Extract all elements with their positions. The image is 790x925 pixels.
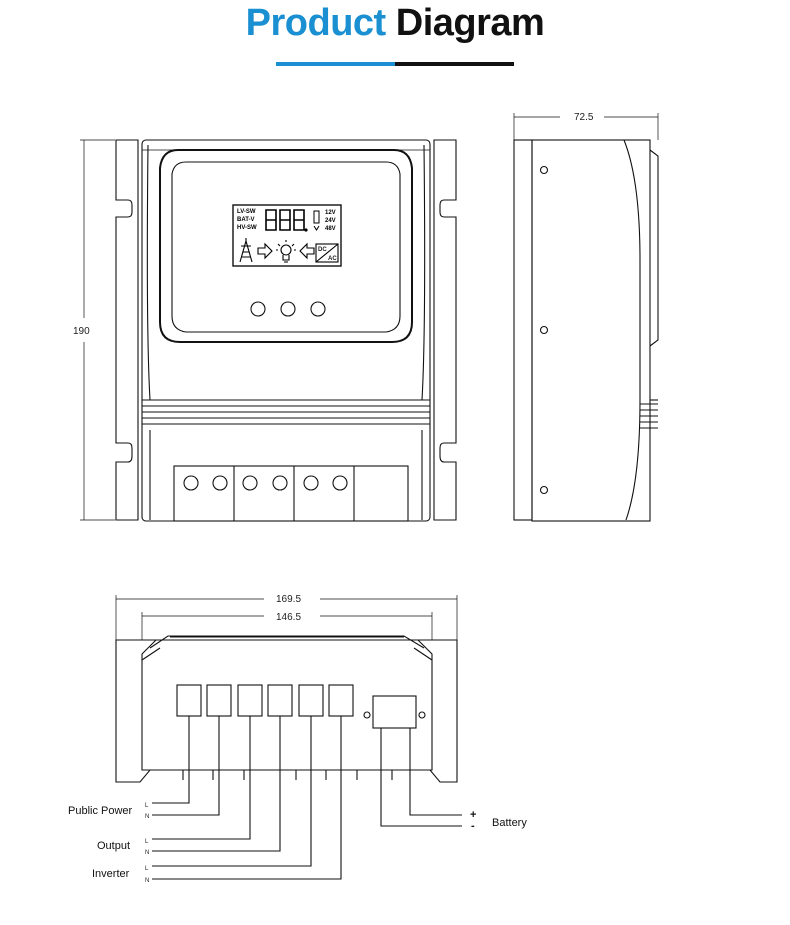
dimension-width-inner: 146.5 [276,612,301,623]
title-underline [276,62,514,66]
lcd-label-bat-v: BAT-V [237,217,255,223]
bottom-view [115,595,462,880]
label-battery: Battery [492,817,527,829]
dimension-width-outer: 169.5 [276,594,301,605]
lcd-label-hv-sw: HV-SW [237,225,257,231]
label-inverter-l: L [145,866,149,872]
battery-level-icon [313,210,320,231]
label-public-power-l: L [145,803,149,809]
label-public-power-n: N [145,814,149,820]
dimension-height: 190 [73,326,90,337]
dimension-depth: 72.5 [574,112,594,123]
page-title: Product Diagram [0,0,790,50]
label-public-power: Public Power [68,805,133,817]
side-view [513,113,659,522]
bulb-icon [276,240,296,263]
lcd-label-24v: 24V [325,218,336,224]
lcd-content: LV-SW BAT-V HV-SW 12V 24V 48V [237,209,339,263]
label-battery-plus: + [470,809,476,821]
title-underline-accent [276,62,395,66]
tower-icon [239,238,253,263]
lcd-label-12v: 12V [325,210,336,216]
seven-segment-digits [265,209,308,232]
label-battery-minus: - [471,820,475,832]
arrow-left-icon [299,242,315,260]
front-view [80,139,457,522]
label-output-l: L [145,839,149,845]
lcd-window [232,204,342,267]
title-underline-dark [395,62,514,66]
dc-label: DC [318,247,327,253]
title-part-1: Product [245,2,387,44]
label-output: Output [97,840,130,852]
arrow-right-icon [257,242,273,260]
label-output-n: N [145,850,149,856]
dc-ac-converter-icon [315,243,339,263]
label-inverter-n: N [145,878,149,884]
label-inverter: Inverter [92,868,130,880]
title-part-2: Diagram [395,2,545,44]
lcd-label-lv-sw: LV-SW [237,209,256,215]
lcd-label-48v: 48V [325,226,336,232]
ac-label: AC [328,256,337,262]
